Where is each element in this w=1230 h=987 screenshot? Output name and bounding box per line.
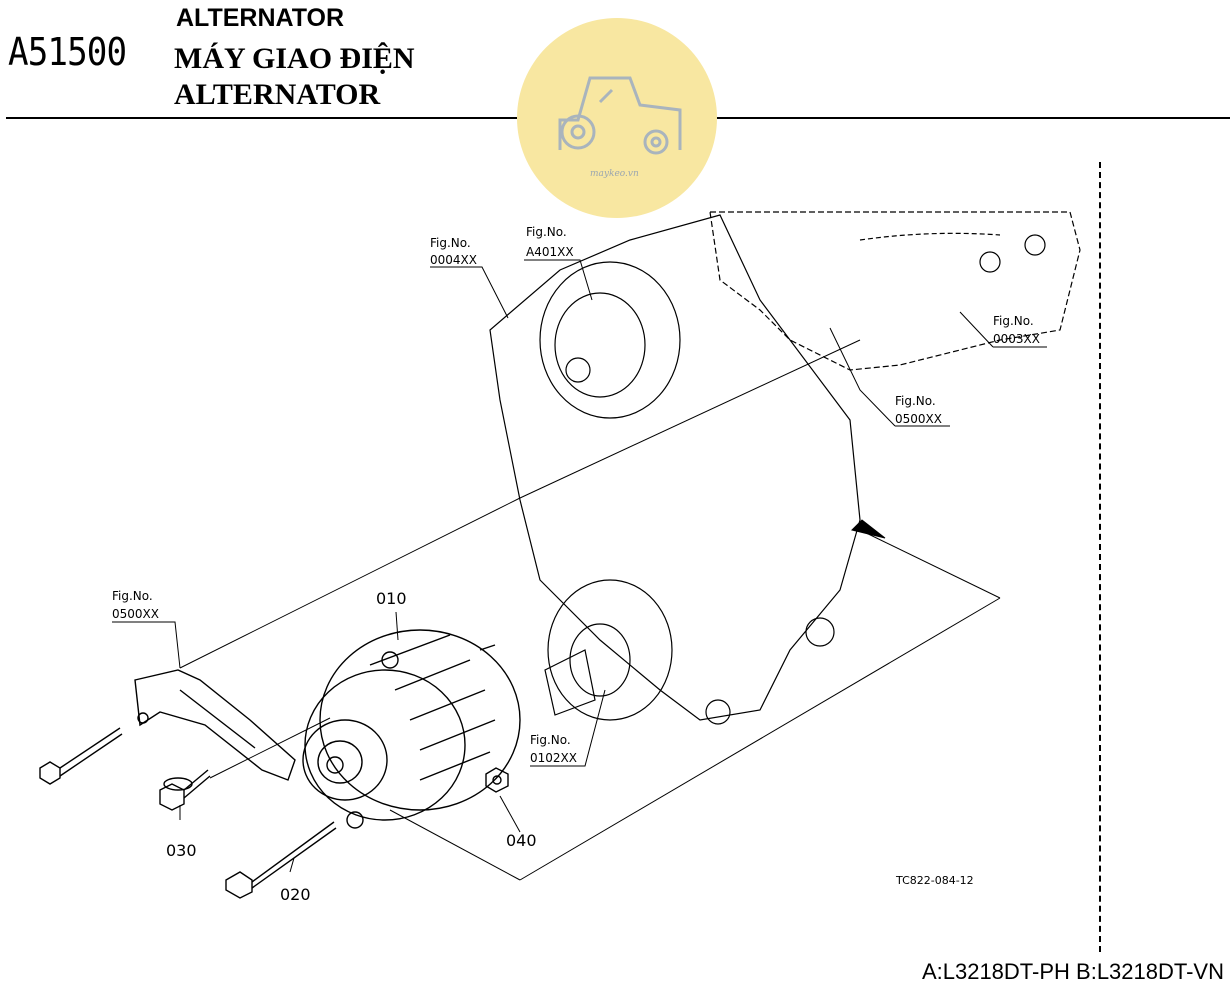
alternator-bracket [134,669,296,781]
divider-dashed [1099,162,1101,952]
fig-ref-0004xx: Fig.No. 0004XX [430,236,477,267]
fig-ref-prefix: Fig.No. [530,733,571,747]
fig-ref-code: 0004XX [430,253,477,267]
fig-ref-prefix: Fig.No. [112,589,153,603]
fig-ref-a401xx: Fig.No. A401XX [526,225,574,259]
tractor-icon [558,76,682,155]
drawing-code: TC822-084-12 [895,874,974,887]
bolt-long [39,727,123,785]
fig-ref-code: 0003XX [993,332,1040,346]
fig-ref-code: 0500XX [112,607,159,621]
bolt-030 [159,769,211,811]
assembly-frame [179,339,1001,881]
title-english-secondary: ALTERNATOR [174,78,381,111]
title-vietnamese: MÁY GIAO ĐIỆN [174,42,415,75]
part-number-030: 030 [166,841,197,860]
model-applicability: A:L3218DT-PH B:L3218DT-VN [921,959,1224,984]
part-number-020: 020 [280,885,311,904]
part-number-040: 040 [506,831,537,850]
watermark-site: maykeo.vn [590,169,639,179]
fig-ref-code: 0500XX [895,412,942,426]
fig-ref-code: 0102XX [530,751,577,765]
fig-ref-prefix: Fig.No. [895,394,936,408]
nut-040 [485,767,509,793]
leader-lines [112,259,1047,873]
title-english: ALTERNATOR [176,4,345,32]
fig-ref-code: A401XX [526,245,574,259]
fig-ref-prefix: Fig.No. [430,236,471,250]
fig-ref-prefix: Fig.No. [993,314,1034,328]
watermark-logo: maykeo.vn [517,18,717,218]
fig-ref-0003xx: Fig.No. 0003XX [993,314,1040,346]
fig-ref-prefix: Fig.No. [526,225,567,239]
fig-ref-0500xx-left: Fig.No. 0500XX [112,589,159,621]
fig-ref-0102xx: Fig.No. 0102XX [530,733,577,765]
alternator-010 [302,629,521,829]
part-number-010: 010 [376,589,407,608]
part-group-code: A51500 [8,30,127,74]
engine-block [489,211,1081,725]
fig-ref-0500xx-right: Fig.No. 0500XX [895,394,942,426]
